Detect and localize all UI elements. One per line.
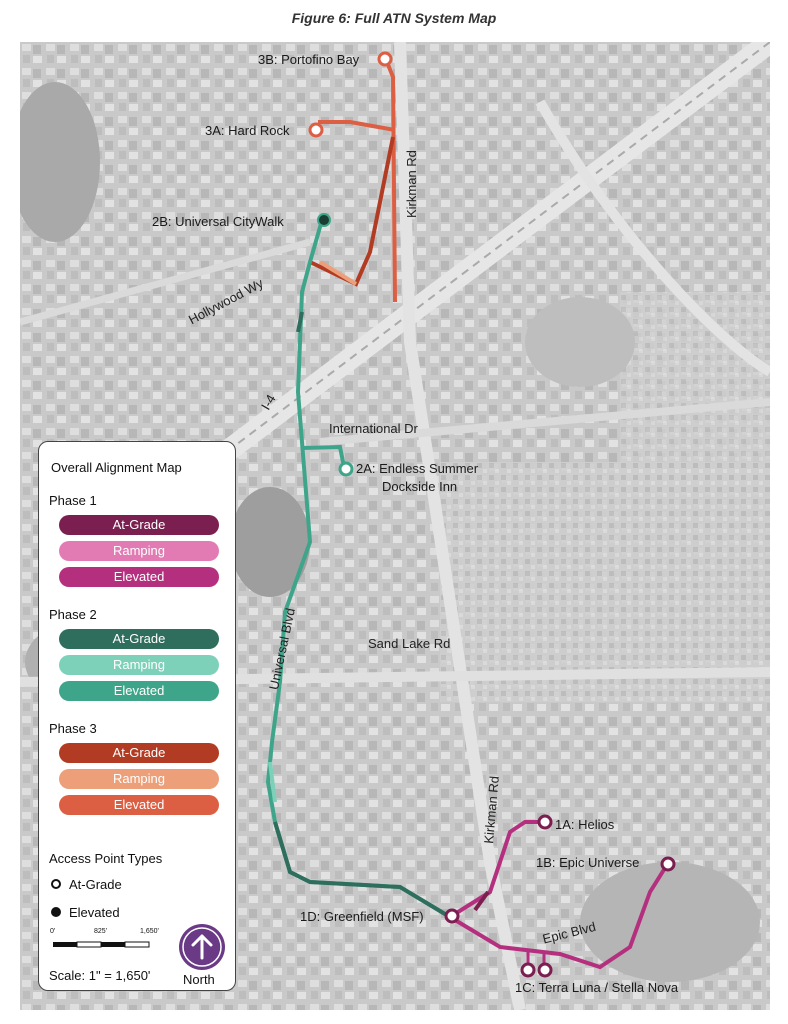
- road-label-kirkman-north: Kirkman Rd: [404, 150, 419, 218]
- station-1d-label: 1D: Greenfield (MSF): [300, 909, 424, 924]
- station-1c-marker-a: [520, 962, 536, 978]
- legend-phase2-heading: Phase 2: [49, 607, 97, 622]
- legend-access-at-grade: At-Grade: [69, 877, 122, 892]
- legend-phase2-elevated: Elevated: [59, 681, 219, 701]
- lake: [230, 487, 310, 597]
- legend-title: Overall Alignment Map: [51, 460, 182, 475]
- access-elevated-icon: [51, 907, 61, 917]
- scale-tick-825: 825': [94, 928, 108, 935]
- north-label: North: [183, 972, 215, 987]
- legend-phase1-heading: Phase 1: [49, 493, 97, 508]
- road-label-international: International Dr: [329, 421, 418, 436]
- legend-phase2-at-grade: At-Grade: [59, 629, 219, 649]
- station-2a-label-line2: Dockside Inn: [382, 479, 458, 494]
- legend-phase3-at-grade: At-Grade: [59, 743, 219, 763]
- legend-phase1-elevated: Elevated: [59, 567, 219, 587]
- legend-phase3-elevated: Elevated: [59, 795, 219, 815]
- access-at-grade-icon: [51, 879, 61, 889]
- legend-access-elevated: Elevated: [69, 905, 120, 920]
- scale-tick-1650: 1,650': [140, 928, 159, 935]
- station-3b-marker: [377, 51, 393, 67]
- legend-phase1-ramping: Ramping: [59, 541, 219, 561]
- lake: [20, 82, 100, 242]
- scale-tick-0: 0': [50, 928, 56, 935]
- phase3-alignment: [309, 61, 397, 303]
- international-dr: [319, 398, 770, 446]
- station-2a-label-line1: 2A: Endless Summer: [356, 461, 479, 476]
- legend-phase2-ramping: Ramping: [59, 655, 219, 675]
- north-arrow-icon: [182, 927, 222, 967]
- station-3a-marker: [308, 122, 324, 138]
- station-3a-label: 3A: Hard Rock: [205, 123, 290, 138]
- legend-access-title: Access Point Types: [49, 851, 163, 866]
- residential-area: [440, 462, 770, 702]
- road-label-sand-lake: Sand Lake Rd: [368, 636, 451, 651]
- station-2b-marker: [317, 213, 331, 227]
- station-1d-marker: [444, 908, 460, 924]
- legend-phase3-heading: Phase 3: [49, 721, 97, 736]
- station-2a-marker: [338, 461, 354, 477]
- phase2-alignment: [265, 219, 452, 919]
- station-1b-marker: [660, 856, 676, 872]
- station-1b-label: 1B: Epic Universe: [536, 855, 640, 870]
- legend-phase1-at-grade: At-Grade: [59, 515, 219, 535]
- station-1c-marker-b: [537, 962, 553, 978]
- figure-caption: Figure 6: Full ATN System Map: [291, 10, 497, 26]
- legend-phase3-ramping: Ramping: [59, 769, 219, 789]
- north-arrow-badge: [179, 924, 225, 970]
- station-1a-marker: [537, 814, 553, 830]
- station-2b-label: 2B: Universal CityWalk: [152, 214, 284, 229]
- station-1a-label: 1A: Helios: [555, 817, 615, 832]
- station-3b-label: 3B: Portofino Bay: [258, 52, 360, 67]
- legend-panel: Overall Alignment Map Phase 1 At-Grade R…: [38, 441, 236, 991]
- scale-text: Scale: 1" = 1,650': [49, 968, 151, 983]
- scale-bar: [53, 941, 150, 948]
- station-1c-label: 1C: Terra Luna / Stella Nova: [515, 980, 679, 995]
- kirkman-rd: [394, 42, 526, 1010]
